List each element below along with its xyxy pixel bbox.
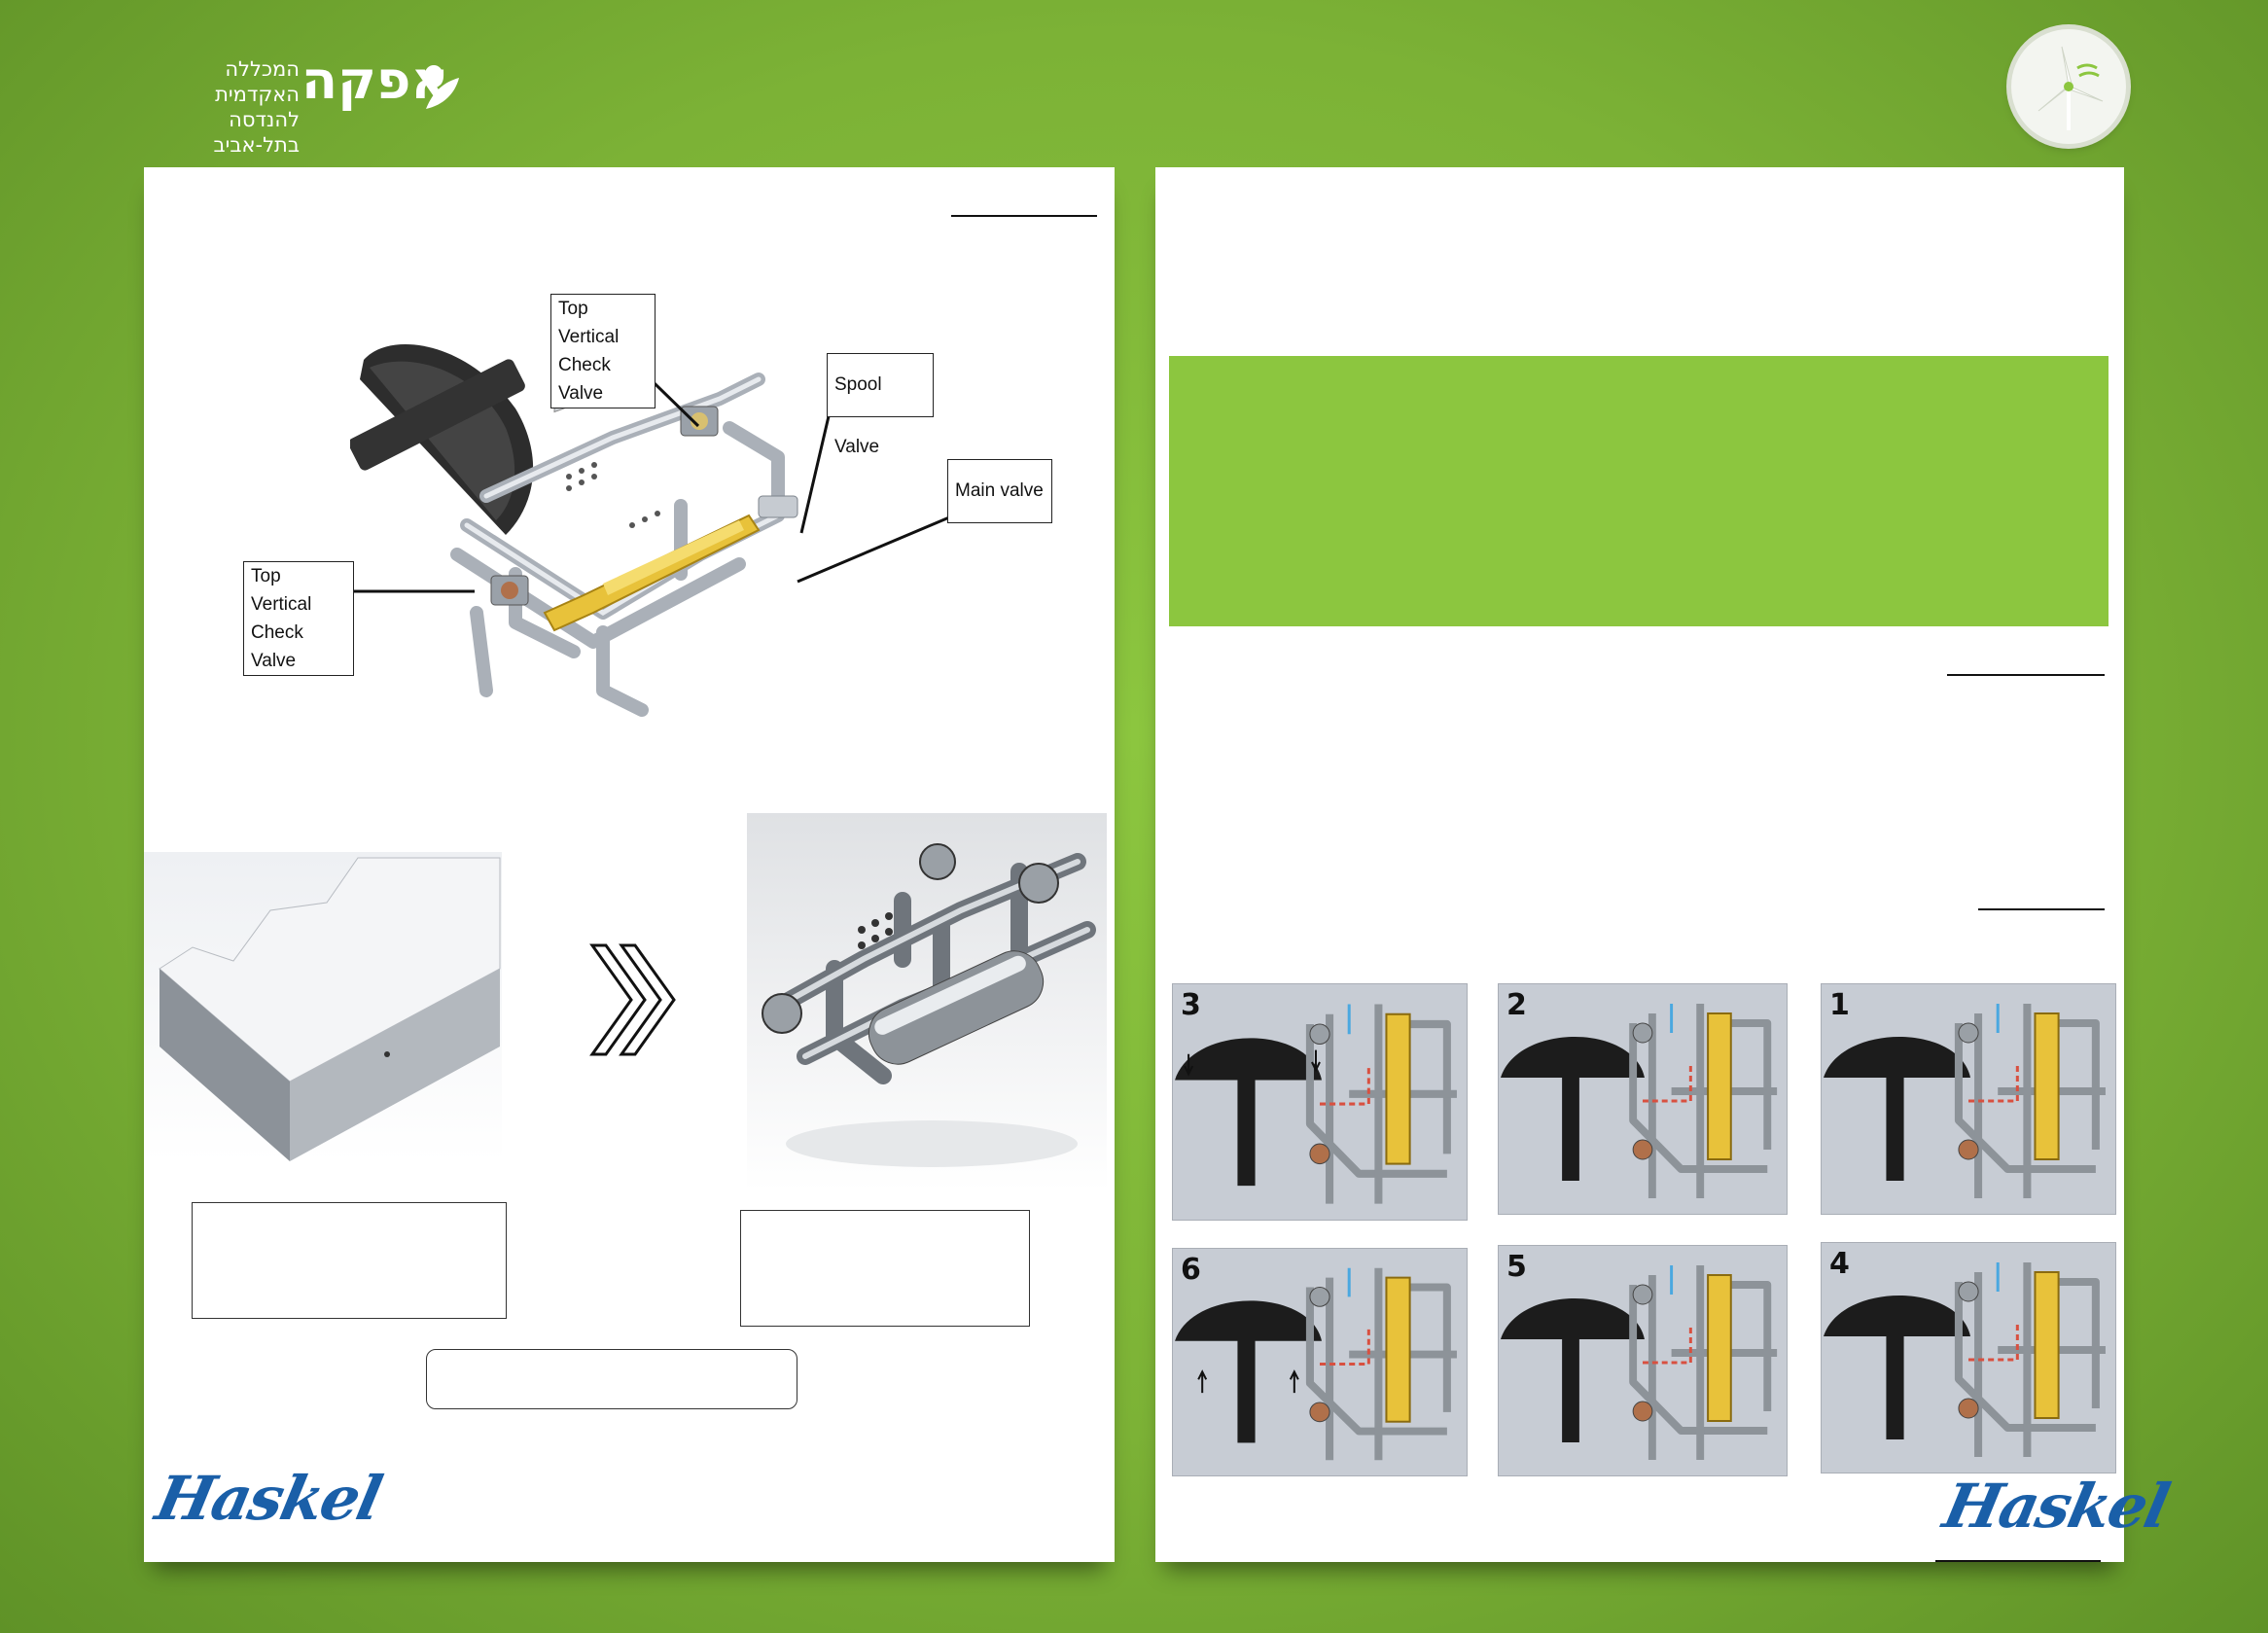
callout-top-check-valve-line1: Top Vertical — [558, 299, 620, 347]
callout-leader-lines — [354, 352, 950, 593]
cycle-frame: 2 — [1498, 983, 1788, 1215]
footer-rule — [1935, 1560, 2101, 1562]
cycle-frame: 6 — [1172, 1248, 1468, 1476]
cycle-frame-number: 6 — [1181, 1253, 1201, 1287]
section-underline-1 — [1947, 674, 2105, 676]
callout-top-check-valve: Top Vertical Check Valve — [550, 294, 656, 408]
haskel-logo-right: Haskel — [1937, 1471, 2175, 1542]
cycle-frame: 5 — [1498, 1245, 1788, 1476]
section-underline-2 — [1978, 908, 2105, 910]
callout-main-valve: Main valve — [947, 459, 1052, 523]
cycle-diagram — [1175, 1267, 1457, 1461]
cycle-frame: 1 — [1821, 983, 2116, 1215]
cycle-diagram — [1500, 1004, 1778, 1198]
leaf-icon — [425, 65, 459, 109]
manifold-render — [747, 813, 1107, 1190]
cycle-frame: 4 — [1821, 1242, 2116, 1473]
pump-cutaway-illustration — [350, 344, 798, 717]
manifold-illustration — [762, 843, 1096, 1167]
haskel-logo-left: Haskel — [150, 1463, 387, 1534]
cycle-frame-number: 1 — [1829, 988, 1850, 1022]
callout-bottom-check-valve-line2: Check Valve — [251, 622, 303, 671]
college-logo-word: אפקה — [301, 50, 449, 111]
raw-block-illustration — [159, 857, 501, 1161]
college-name: המכללה האקדמית להנדסה בתל-אביב — [144, 56, 300, 158]
college-name-line1: המכללה האקדמית — [215, 57, 300, 106]
raw-block-render — [144, 852, 502, 1161]
highlight-box — [1169, 356, 2109, 626]
caption-box-left — [192, 1202, 507, 1319]
caption-box-center — [426, 1349, 797, 1409]
cycle-frame: 3 — [1172, 983, 1468, 1221]
cycle-diagram — [1824, 1262, 2106, 1457]
wind-turbine-icon — [2038, 46, 2104, 130]
callout-bottom-check-valve-line1: Top Vertical — [251, 566, 312, 615]
cycle-diagram — [1175, 1004, 1457, 1204]
callout-spool-valve: Spool Valve — [827, 353, 934, 457]
callout-bottom-check-valve: Top Vertical Check Valve — [243, 561, 354, 676]
wind-turbine-badge — [2011, 29, 2126, 144]
cycle-diagram — [1500, 1265, 1778, 1460]
double-chevron-right-icon — [589, 943, 676, 1056]
cycle-frame-number: 2 — [1506, 988, 1527, 1022]
cycle-frame-number: 3 — [1181, 988, 1201, 1022]
title-underline — [951, 215, 1097, 217]
cycle-diagram — [1824, 1004, 2106, 1198]
cycle-frame-number: 4 — [1829, 1247, 1850, 1281]
caption-box-right — [740, 1210, 1030, 1327]
callout-top-check-valve-line2: Check Valve — [558, 355, 611, 404]
cycle-frame-number: 5 — [1506, 1250, 1527, 1284]
college-name-line2: להנדסה בתל-אביב — [213, 108, 300, 157]
